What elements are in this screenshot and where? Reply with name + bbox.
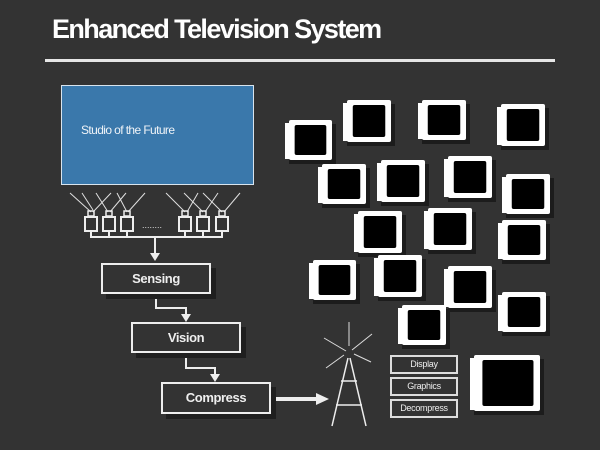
studio-label: Studio of the Future xyxy=(81,123,175,137)
camera-sensor-icon xyxy=(120,210,134,232)
slide-title: Enhanced Television System xyxy=(52,14,382,44)
audience-televisions xyxy=(285,100,554,415)
arrow-to-vision xyxy=(181,314,191,322)
television-icon xyxy=(374,255,426,301)
sensor-array xyxy=(84,210,229,232)
television-icon xyxy=(444,266,496,312)
camera-sensor-icon xyxy=(178,210,192,232)
broadcast-tower-icon xyxy=(331,357,367,427)
camera-sensor-icon xyxy=(196,210,210,232)
television-icon xyxy=(377,160,429,206)
stage-vision: Vision xyxy=(131,322,241,353)
television-icon xyxy=(497,104,549,150)
camera-sight-lines xyxy=(69,192,241,213)
studio-box: Studio of the Future xyxy=(61,85,254,185)
television-icon xyxy=(498,292,550,336)
television-icon xyxy=(343,100,395,146)
connector-vision-compress xyxy=(185,355,216,376)
stage-compress: Compress xyxy=(161,382,271,414)
camera-sensor-icon xyxy=(84,210,98,232)
television-icon xyxy=(285,120,336,164)
television-icon xyxy=(398,305,450,349)
television-icon xyxy=(444,156,496,202)
stage-sensing: Sensing xyxy=(101,263,211,294)
stage-label: Vision xyxy=(167,330,205,345)
receiver-television-icon xyxy=(470,355,544,415)
connector-sensing-vision xyxy=(155,296,187,316)
broadcast-signal-icon xyxy=(323,322,373,369)
arrow-to-sensing xyxy=(150,253,160,261)
camera-sensor-icon xyxy=(102,210,116,232)
arrow-to-compress xyxy=(210,374,220,382)
stage-label: Sensing xyxy=(132,271,180,286)
television-icon xyxy=(354,211,406,257)
television-icon xyxy=(318,164,370,208)
receiver-display-box: Display xyxy=(390,355,458,374)
receiver-graphics-box: Graphics xyxy=(390,377,458,396)
title-rule xyxy=(45,59,555,62)
television-icon xyxy=(502,174,554,218)
sensor-ellipsis: ........ xyxy=(142,220,162,230)
receiver-label: Display xyxy=(410,359,438,369)
television-icon xyxy=(309,260,360,304)
transmit-arrow-head xyxy=(316,393,329,405)
camera-sensor-icon xyxy=(215,210,229,232)
television-icon xyxy=(424,208,476,254)
television-icon xyxy=(418,100,470,144)
stage-label: Compress xyxy=(185,390,247,405)
receiver-label: Graphics xyxy=(407,381,441,391)
receiver-label: Decompress xyxy=(400,403,448,413)
sensor-bus xyxy=(90,232,223,255)
television-icon xyxy=(498,220,550,264)
receiver-decompress-box: Decompress xyxy=(390,399,458,418)
